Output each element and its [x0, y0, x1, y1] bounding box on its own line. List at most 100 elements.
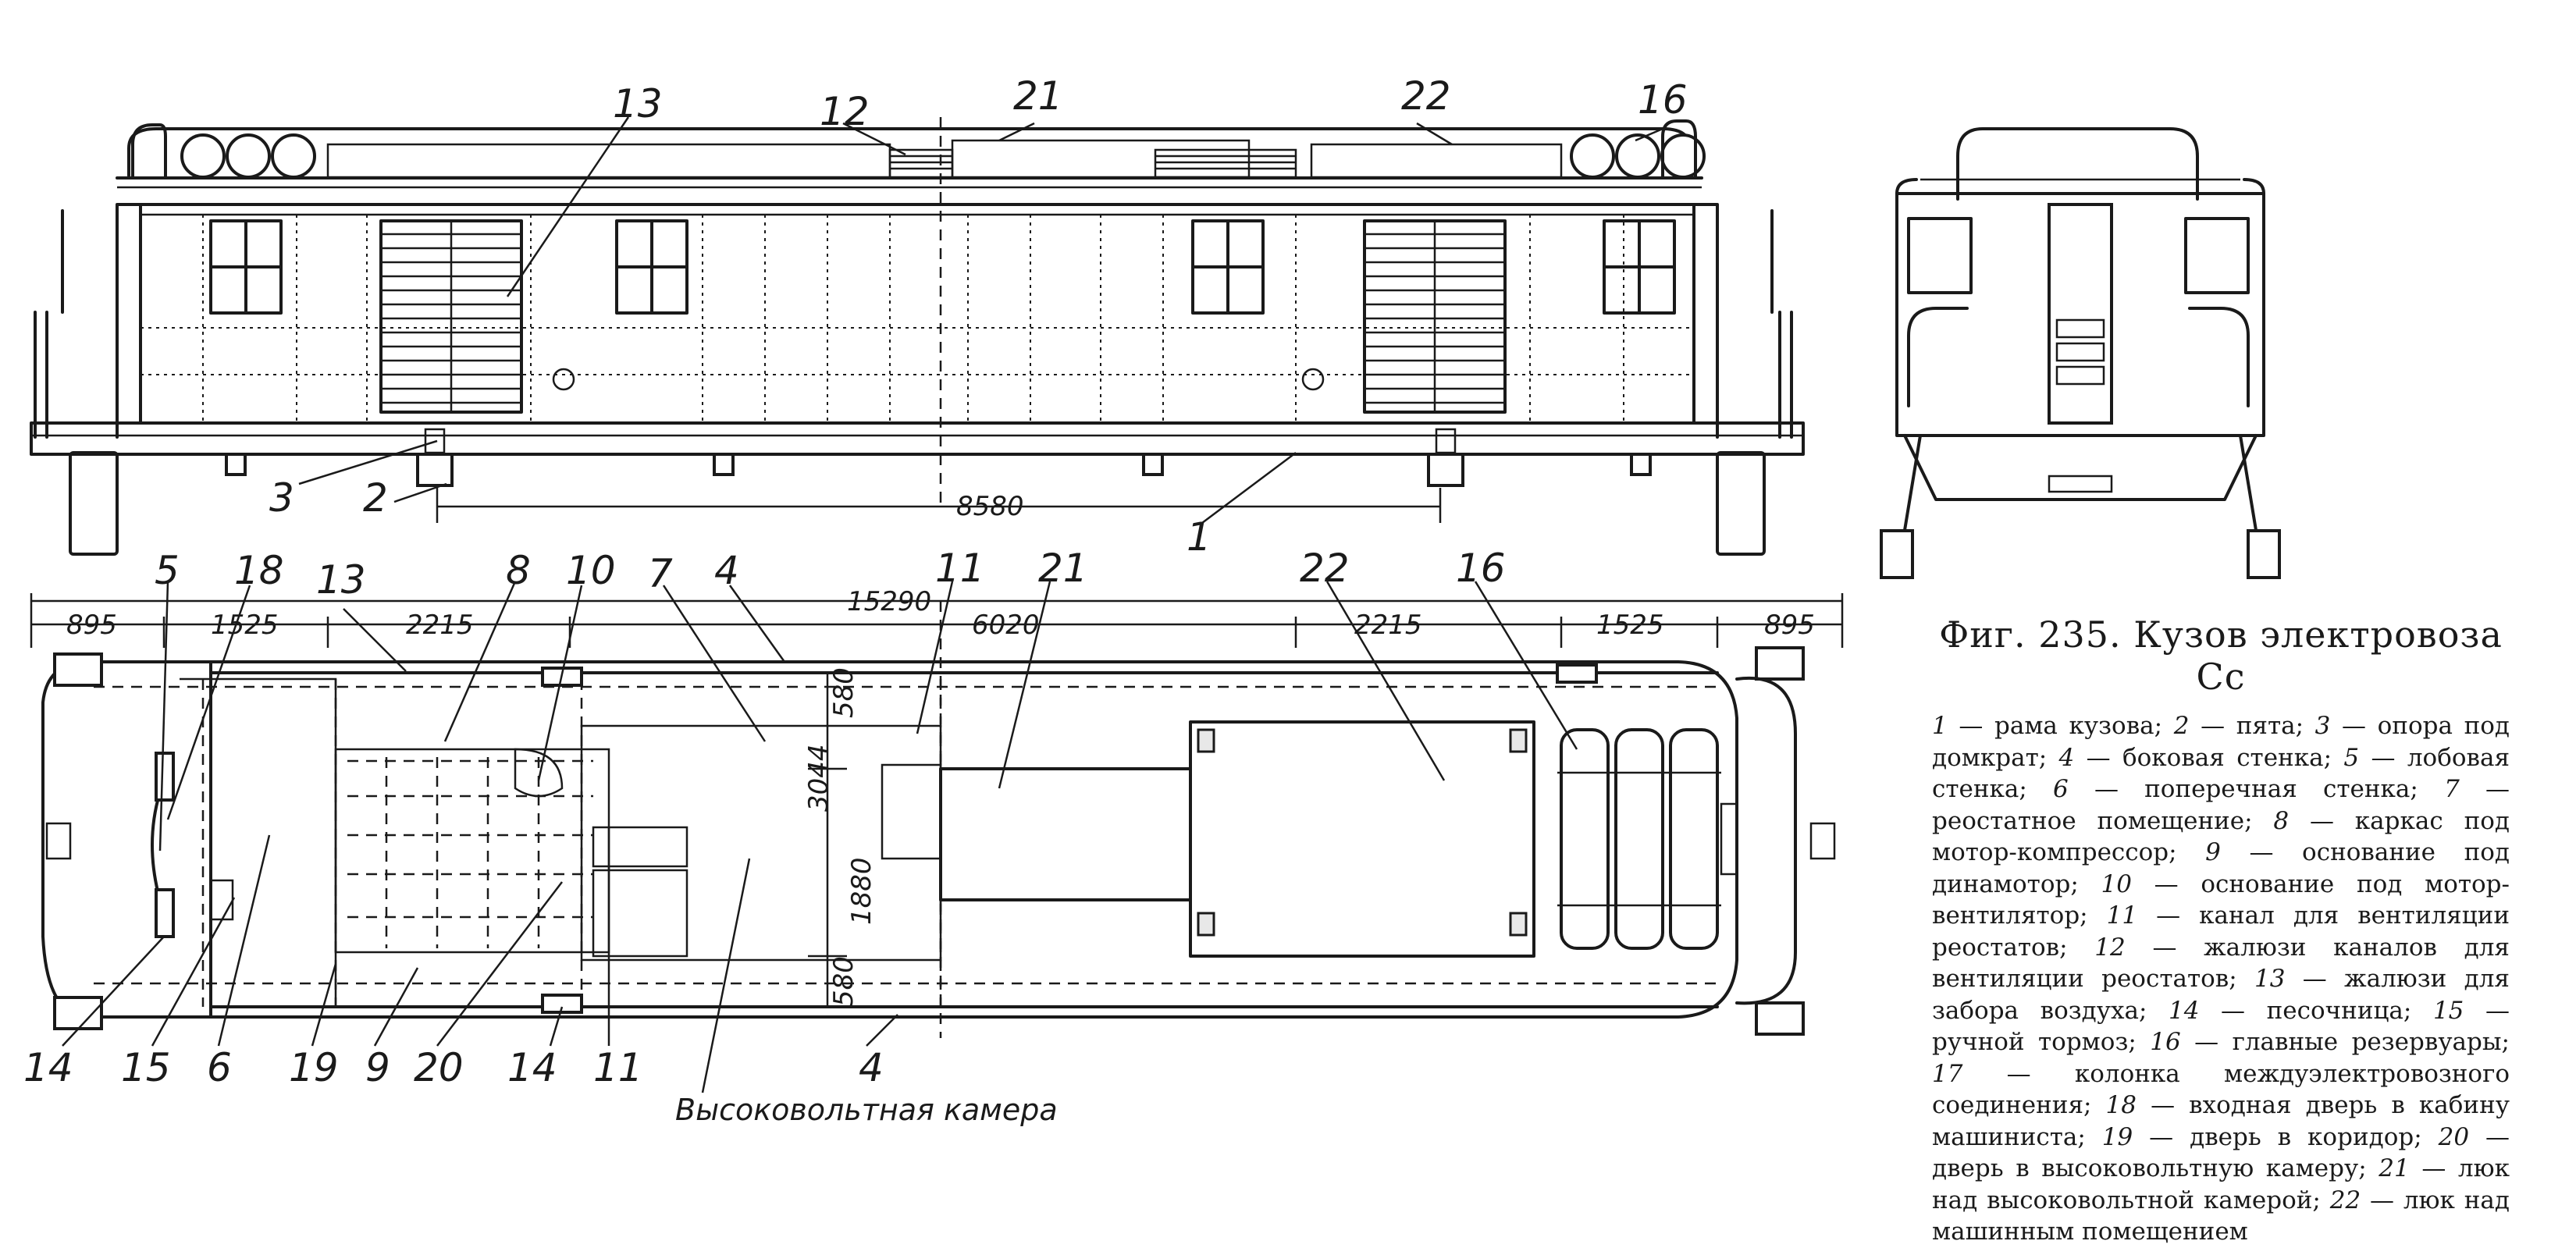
callout-21-side: 21 [1013, 73, 1063, 119]
legend-text: — поперечная стенка; [2068, 775, 2445, 803]
plan-leader-lines [62, 581, 1578, 1093]
legend-text: — дверь в коридор; [2133, 1122, 2439, 1151]
legend-number: 3 [2314, 712, 2331, 740]
legend-number: 14 [2169, 996, 2200, 1025]
dim-1525-left: 1525 [211, 610, 279, 641]
callout-18: 18 [234, 548, 284, 593]
dim-895-left: 895 [66, 610, 117, 641]
legend-number: 13 [2254, 965, 2286, 993]
figure-caption: Фиг. 235. Кузов электровоза Сс 1 — рама … [1932, 613, 2510, 1248]
callout-19: 19 [289, 1045, 339, 1090]
legend-text: — пята; [2189, 712, 2315, 740]
dim-2215-right: 2215 [1354, 610, 1422, 641]
dim-3044: 3044 [803, 744, 834, 812]
legend-text: — ручной тормоз; [1932, 996, 2510, 1057]
dim-580-bottom: 580 [828, 956, 859, 1007]
air-intake-louvres [379, 219, 1507, 414]
legend-text: — реостатное помещение; [1932, 775, 2510, 835]
legend-number: 2 [2173, 712, 2190, 740]
callout-14-left: 14 [23, 1045, 73, 1090]
legend-number: 22 [2329, 1186, 2361, 1214]
legend-number: 20 [2438, 1122, 2470, 1151]
callout-22-plan: 22 [1300, 546, 1350, 591]
legend-number: 10 [2101, 869, 2132, 898]
side-callouts [298, 116, 1663, 524]
legend-text: — каркас под мотор-компрессор; [1932, 806, 2510, 867]
callout-12: 12 [820, 89, 870, 134]
frame-brackets [225, 428, 1652, 487]
figure-legend: 1 — рама кузова; 2 — пята; 3 — опора под… [1932, 710, 2510, 1248]
legend-text: — канал для вентиляции реостатов; [1932, 901, 2510, 962]
main-reservoirs-plan [1557, 728, 1721, 950]
dim-2215-left: 2215 [406, 610, 474, 641]
end-elevation [1880, 127, 2281, 579]
dim-580-top: 580 [828, 667, 859, 718]
callout-7: 7 [648, 551, 673, 596]
callout-21-plan: 21 [1038, 546, 1088, 591]
main-reservoirs-side [180, 133, 1706, 179]
legend-text: — основание под мотор-вентилятор; [1932, 869, 2510, 930]
callout-13-plan: 13 [316, 557, 366, 603]
legend-text: — боковая стенка; [2074, 743, 2344, 772]
legend-number: 11 [2106, 901, 2138, 930]
callout-15: 15 [121, 1045, 171, 1090]
legend-number: 17 [1932, 1059, 1963, 1088]
roof-louvres [888, 148, 1297, 179]
legend-number: 19 [2101, 1122, 2133, 1151]
callout-4-top: 4 [714, 548, 739, 593]
side-elevation: 8580 13 12 21 22 16 3 2 1 [30, 73, 1805, 560]
legend-text: — опора под домкрат; [1932, 712, 2510, 772]
legend-number: 8 [2273, 806, 2290, 835]
plan-dimension-lines [30, 593, 1844, 1007]
callout-11-bottom: 11 [593, 1045, 643, 1090]
callout-2: 2 [363, 475, 388, 521]
legend-number: 7 [2444, 775, 2460, 803]
callout-1: 1 [1187, 514, 1212, 560]
legend-number: 15 [2432, 996, 2464, 1025]
legend-number: 18 [2105, 1091, 2137, 1119]
dim-8580: 8580 [956, 491, 1024, 522]
legend-text: — жалюзи для забора воздуха; [1932, 965, 2510, 1025]
plan-view [41, 601, 1836, 1038]
legend-text: — лобовая стенка; [1932, 743, 2510, 804]
wheelbase-dimension [436, 488, 1442, 523]
legend-number: 6 [2053, 775, 2069, 803]
callout-16-plan: 16 [1456, 546, 1506, 591]
legend-text: — колонка междуэлектровозного соединения… [1932, 1059, 2510, 1120]
legend-number: 4 [2058, 743, 2075, 772]
legend-text: — песочница; [2199, 996, 2433, 1025]
dim-15290: 15290 [847, 586, 931, 617]
legend-number: 1 [1932, 712, 1948, 740]
legend-number: 12 [2094, 933, 2126, 962]
high-voltage-chamber-label: Высоковольтная камера [675, 1093, 1058, 1127]
dim-1525-right: 1525 [1596, 610, 1664, 641]
legend-text: — главные резервуары; [2180, 1028, 2510, 1056]
figure-title: Фиг. 235. Кузов электровоза Сс [1939, 613, 2503, 698]
side-windows [209, 219, 1676, 315]
dim-1880: 1880 [846, 857, 877, 925]
legend-text: — жалюзи каналов для вентиляции реостато… [1932, 933, 2510, 994]
callout-6: 6 [207, 1045, 232, 1090]
legend-number: 21 [2379, 1154, 2410, 1182]
legend-text: — входная дверь в кабину машиниста; [1932, 1091, 2510, 1151]
legend-number: 9 [2205, 838, 2221, 866]
locomotive-body-drawing: 8580 13 12 21 22 16 3 2 1 [23, 73, 2281, 1127]
callout-22-side: 22 [1401, 73, 1451, 119]
callout-5: 5 [155, 548, 180, 593]
callout-14-right: 14 [507, 1045, 557, 1090]
legend-number: 5 [2343, 743, 2360, 772]
callout-16-side: 16 [1638, 77, 1688, 123]
callout-9: 9 [365, 1045, 390, 1090]
callout-13-side: 13 [613, 81, 663, 126]
callout-4-bottom: 4 [859, 1045, 884, 1090]
dim-895-right: 895 [1764, 610, 1815, 641]
callout-3: 3 [269, 475, 294, 521]
dim-6020: 6020 [972, 610, 1040, 641]
callout-20: 20 [414, 1045, 464, 1090]
legend-text: — основание под динамотор; [1932, 838, 2510, 898]
callout-11-top: 11 [935, 546, 985, 591]
callout-8: 8 [506, 548, 531, 593]
legend-number: 16 [2150, 1028, 2181, 1056]
legend-text: — рама кузова; [1947, 712, 2174, 740]
callout-10: 10 [566, 548, 616, 593]
